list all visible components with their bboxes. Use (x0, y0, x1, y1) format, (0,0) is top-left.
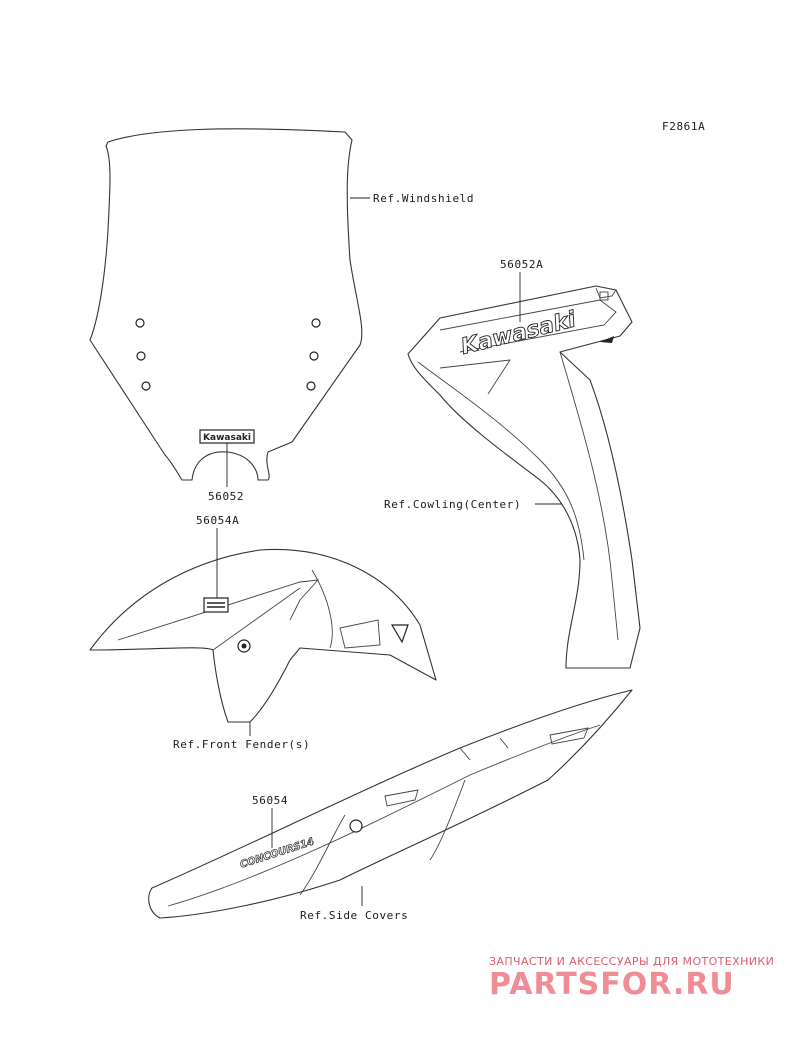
front-fender (89, 548, 437, 723)
cowling-clip (600, 336, 614, 343)
mount-hole (309, 351, 319, 361)
mount-hole (135, 318, 145, 328)
cowling-decal-label: 56052A (500, 258, 543, 271)
mount-hole (136, 351, 146, 361)
watermark-brand: PARTSFOR.RU (489, 967, 735, 1002)
windshield-decal-logo: Kawasaki (203, 433, 251, 443)
cowling-center: Kawasaki (407, 285, 641, 669)
side-cover: CONCOURS14 (148, 689, 633, 919)
side-cover-decal-label: 56054 (252, 794, 288, 807)
cowling-ref-label: Ref.Cowling(Center) (384, 498, 521, 511)
fender-decal (203, 597, 229, 613)
fender-clip (390, 624, 409, 644)
fender-bolt (241, 643, 247, 649)
watermark-tagline: ЗАПЧАСТИ И АКСЕССУАРЫ ДЛЯ МОТОТЕХНИКИ (489, 955, 774, 968)
windshield-ref-label: Ref.Windshield (373, 192, 474, 205)
mount-hole (311, 318, 321, 328)
watermark: ЗАПЧАСТИ И АКСЕССУАРЫ ДЛЯ МОТОТЕХНИКИ PA… (489, 955, 774, 1002)
fender-decal-label: 56054A (196, 514, 239, 527)
mount-hole (306, 381, 316, 391)
side-cover-ref-label: Ref.Side Covers (300, 909, 408, 922)
fender-ref-label: Ref.Front Fender(s) (173, 738, 310, 751)
side-cover-grommet (349, 819, 363, 833)
windshield-decal-label: 56052 (208, 490, 244, 503)
fender-decal-mark (207, 602, 225, 608)
diagram-code: F2861A (662, 120, 705, 133)
mount-hole (141, 381, 151, 391)
windshield: Kawasaki (89, 128, 363, 481)
